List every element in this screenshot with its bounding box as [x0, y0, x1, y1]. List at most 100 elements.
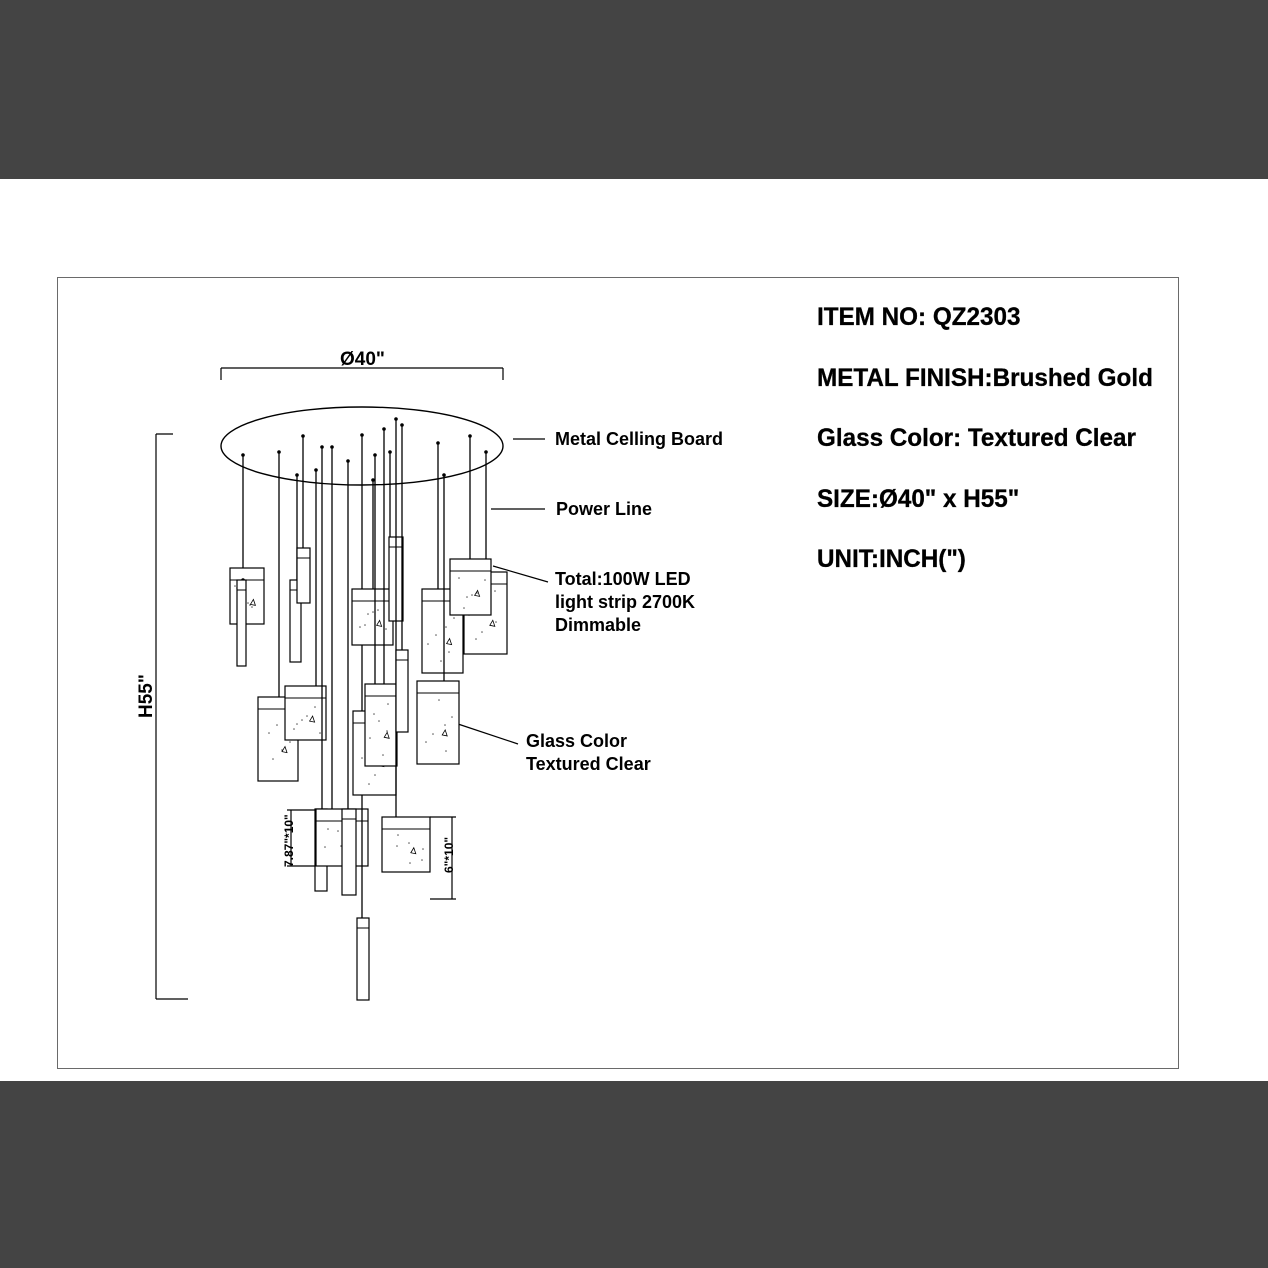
- glass-texture-dot: [445, 750, 447, 752]
- pendant: [236, 578, 247, 667]
- glass-texture-dot: [364, 624, 366, 626]
- glass-texture-dot: [372, 611, 374, 613]
- glass-texture-dot: [301, 719, 303, 721]
- drawing-frame: [57, 277, 1179, 1069]
- glass-pendant: [236, 579, 247, 667]
- glass-pendant: [356, 917, 370, 1001]
- glass-texture-dot: [495, 621, 497, 623]
- glass-texture-mark: [249, 598, 256, 606]
- glass-texture-dot: [268, 732, 270, 734]
- glass-pendant: [289, 579, 302, 663]
- glass-texture-dot: [247, 602, 249, 604]
- pendant: [351, 478, 394, 646]
- glass-texture-dot: [425, 741, 427, 743]
- glass-pendant: [364, 683, 398, 767]
- glass-pendant: [395, 649, 409, 733]
- glass-texture-dot: [319, 732, 321, 734]
- glass-texture-dot: [475, 638, 477, 640]
- diameter-dimension-line: [220, 367, 504, 380]
- pendant-large-size-label: 7.87"*10": [282, 814, 296, 867]
- glass-texture-dot: [296, 723, 298, 725]
- glass-texture-dot: [463, 607, 465, 609]
- pendant-large-dimension-line: [287, 809, 316, 867]
- pendant: [416, 473, 460, 765]
- glass-texture-mark: [383, 731, 390, 739]
- glass-texture-dot: [361, 757, 363, 759]
- spec-glass-color: Glass Color: Textured Clear: [817, 424, 1136, 452]
- glass-pendant: [381, 816, 431, 873]
- pendant-small-size-label: 6"*10": [442, 836, 456, 873]
- glass-texture-dot: [251, 606, 253, 608]
- glass-texture-dot: [445, 626, 447, 628]
- pendant: [364, 427, 398, 767]
- glass-texture-dot: [448, 651, 450, 653]
- glass-texture-mark: [441, 728, 448, 737]
- glass-texture-dot: [458, 577, 460, 579]
- pendant: [356, 433, 370, 1001]
- pendant: [284, 468, 327, 741]
- callout-power-line: Power Line: [556, 499, 653, 519]
- glass-pendant: [341, 808, 357, 896]
- callout-led-line1: Total:100W LED: [555, 569, 691, 589]
- glass-texture-dot: [427, 643, 429, 645]
- glass-pendant: [284, 685, 327, 741]
- glass-texture-dot: [421, 859, 423, 861]
- spec-metal-finish: METAL FINISH:Brushed Gold: [817, 364, 1153, 392]
- glass-texture-dot: [314, 706, 316, 708]
- glass-texture-dot: [369, 737, 371, 739]
- pendant: [381, 417, 431, 873]
- spec-size: SIZE:Ø40" x H55": [817, 485, 1020, 513]
- pendant: [341, 459, 357, 896]
- glass-texture-mark: [473, 589, 481, 597]
- glass-texture-dot: [440, 660, 442, 662]
- spec-unit: UNIT:INCH("): [817, 545, 966, 573]
- glass-texture-dot: [272, 758, 274, 760]
- pendant: [229, 453, 265, 625]
- pendant: [296, 434, 311, 604]
- height-label: H55": [136, 674, 157, 718]
- glass-texture-dot: [444, 724, 446, 726]
- glass-texture-mark: [281, 745, 288, 754]
- glass-texture-dot: [374, 774, 376, 776]
- callout-ceiling-board: Metal Celling Board: [555, 429, 724, 449]
- callout-glass: Glass Color Textured Clear: [526, 730, 651, 776]
- glass-texture-mark: [410, 846, 417, 855]
- glass-texture-dot: [324, 846, 326, 848]
- glass-texture-dot: [466, 596, 468, 598]
- glass-texture-dot: [438, 699, 440, 701]
- glass-texture-dot: [234, 585, 236, 587]
- glass-texture-dot: [387, 703, 389, 705]
- callout-led: Total:100W LED light strip 2700K Dimmabl…: [555, 568, 695, 637]
- glass-texture-mark: [445, 637, 453, 646]
- glass-texture-dot: [397, 834, 399, 836]
- glass-texture-dot: [359, 626, 361, 628]
- glass-texture-dot: [367, 613, 369, 615]
- glass-texture-dot: [396, 845, 398, 847]
- pendants: [229, 417, 508, 1001]
- glass-texture-mark: [489, 619, 496, 627]
- glass-texture-mark: [308, 715, 316, 723]
- glass-texture-dot: [409, 862, 411, 864]
- diameter-label: Ø40": [340, 349, 385, 370]
- glass-pendant: [449, 558, 492, 616]
- glass-texture-dot: [293, 728, 295, 730]
- glass-texture-dot: [385, 628, 387, 630]
- pendant-small-dimension-line: [430, 816, 456, 900]
- pendant: [395, 423, 409, 733]
- callout-led-line3: Dimmable: [555, 615, 642, 635]
- callout-glass-line2: Textured Clear: [526, 754, 651, 774]
- pendant: [449, 450, 492, 616]
- glass-pendant: [351, 588, 394, 646]
- glass-pendant: [296, 547, 311, 604]
- glass-texture-dot: [289, 741, 291, 743]
- glass-texture-dot: [451, 716, 453, 718]
- glass-texture-mark: [375, 619, 383, 627]
- pendant: [315, 445, 369, 867]
- glass-texture-dot: [484, 579, 486, 581]
- glass-texture-dot: [432, 733, 434, 735]
- spec-item-no: ITEM NO: QZ2303: [817, 303, 1021, 331]
- height-dimension-line: [155, 433, 188, 1000]
- callout-glass-line1: Glass Color: [526, 731, 628, 751]
- glass-texture-dot: [471, 594, 473, 596]
- glass-texture-dot: [494, 590, 496, 592]
